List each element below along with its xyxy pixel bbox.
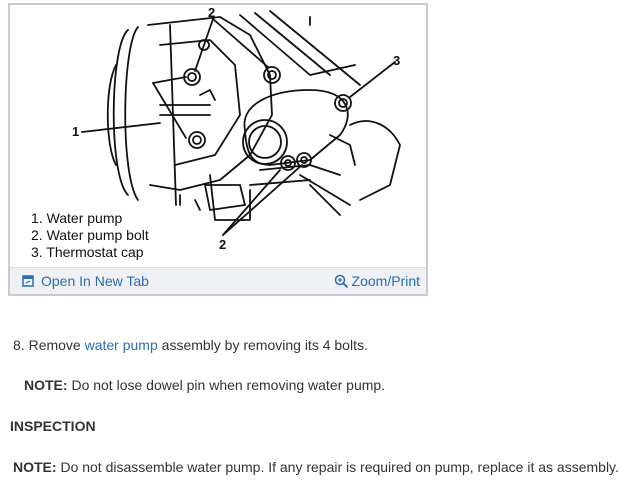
callout-3: 3 xyxy=(393,53,400,68)
open-in-new-tab-label: Open In New Tab xyxy=(41,273,149,289)
figure-toolbar: Open In New Tab Zoom/Print xyxy=(10,267,426,294)
step-8-paragraph: 8. Remove water pump assembly by removin… xyxy=(13,337,368,353)
legend-item-2: 2. Water pump bolt xyxy=(31,227,149,243)
note-text: Do not disassemble water pump. If any re… xyxy=(56,459,619,475)
legend-item-1: 1. Water pump xyxy=(31,210,123,226)
callout-1: 1 xyxy=(72,124,79,139)
step-text-pre: Remove xyxy=(28,337,85,353)
zoom-print-link[interactable]: Zoom/Print xyxy=(334,273,420,289)
note-label: NOTE: xyxy=(13,459,57,475)
water-pump-link[interactable]: water pump xyxy=(84,337,158,353)
note-text: Do not lose dowel pin when removing wate… xyxy=(67,377,386,393)
zoom-print-label: Zoom/Print xyxy=(351,273,420,289)
note-dowel-pin: NOTE: Do not lose dowel pin when removin… xyxy=(24,377,385,393)
note-label: NOTE: xyxy=(24,377,68,393)
step-number: 8. xyxy=(13,337,25,353)
open-in-new-tab-icon xyxy=(22,275,34,287)
note-disassemble: NOTE: Do not disassemble water pump. If … xyxy=(13,459,619,475)
section-heading-inspection: INSPECTION xyxy=(10,418,96,434)
legend-item-3: 3. Thermostat cap xyxy=(31,244,144,260)
open-in-new-tab-link[interactable]: Open In New Tab xyxy=(22,273,149,289)
step-text-post: assembly by removing its 4 bolts. xyxy=(157,337,368,353)
water-pump-diagram: 1 2 2 3 1. Water pump 2. Water pump bolt… xyxy=(31,5,401,260)
magnifier-plus-icon xyxy=(334,274,349,289)
figure-card: 1 2 2 3 1. Water pump 2. Water pump bolt… xyxy=(8,3,428,296)
callout-2-bottom: 2 xyxy=(219,237,226,252)
callout-2-top: 2 xyxy=(208,5,215,20)
